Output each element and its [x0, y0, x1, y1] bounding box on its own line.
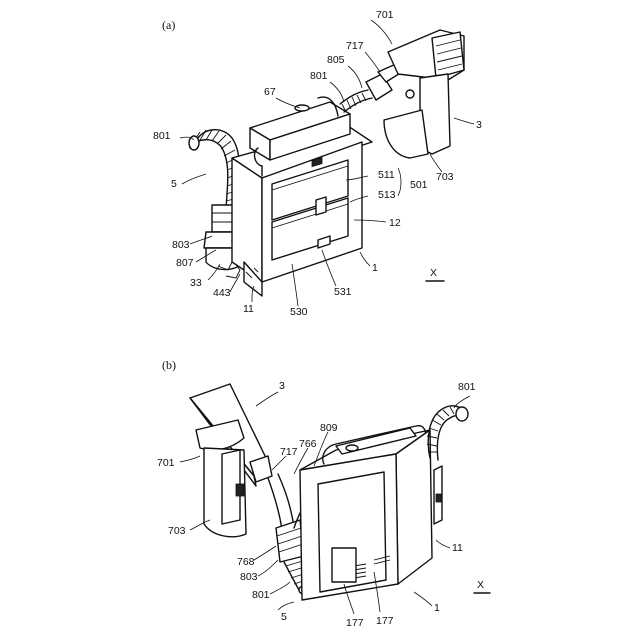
- label-b-809: 809: [320, 422, 338, 434]
- main-body-a: [232, 97, 372, 296]
- label-b-701: 701: [157, 457, 175, 469]
- label-a-513: 513: [378, 189, 396, 201]
- label-a-axis-x: X: [430, 267, 437, 279]
- gun-b: [190, 384, 272, 537]
- label-a-701: 701: [376, 9, 394, 21]
- label-b-801-top: 801: [458, 381, 476, 393]
- label-a-443: 443: [213, 287, 231, 299]
- rear-hose-b: [427, 406, 468, 460]
- label-b-177-a: 177: [346, 617, 364, 629]
- label-a-801-top: 801: [310, 70, 328, 82]
- label-a-67: 67: [264, 86, 276, 98]
- label-a-531: 531: [334, 286, 352, 298]
- label-a-717: 717: [346, 40, 364, 52]
- label-a-1: 1: [372, 262, 378, 274]
- label-b-766: 766: [299, 438, 317, 450]
- label-a-805: 805: [327, 54, 345, 66]
- label-a-807: 807: [176, 257, 194, 269]
- label-b-177-b: 177: [376, 615, 394, 627]
- label-a-803: 803: [172, 239, 190, 251]
- label-b-3: 3: [279, 380, 285, 392]
- label-b-803: 803: [240, 571, 258, 583]
- label-a-33: 33: [190, 277, 202, 289]
- panel-a-caption: (a): [162, 18, 175, 32]
- label-a-11: 11: [243, 303, 254, 315]
- label-a-511: 511: [378, 169, 395, 181]
- label-b-801-bottom: 801: [252, 589, 270, 601]
- label-b-axis-x: X: [477, 579, 484, 591]
- label-a-5: 5: [171, 178, 177, 190]
- panel-b-drawing: [180, 384, 490, 614]
- label-b-717: 717: [280, 446, 298, 458]
- label-b-703: 703: [168, 525, 186, 537]
- upper-hose-a: [340, 64, 402, 112]
- gun-a: [384, 30, 464, 158]
- label-a-12: 12: [389, 217, 401, 229]
- main-body-b: [300, 426, 442, 600]
- label-a-501: 501: [410, 179, 428, 191]
- label-b-1: 1: [434, 602, 440, 614]
- label-b-768: 768: [237, 556, 255, 568]
- label-a-530: 530: [290, 306, 308, 318]
- label-a-801-left: 801: [153, 130, 171, 142]
- label-b-5: 5: [281, 611, 287, 623]
- label-b-11: 11: [452, 542, 463, 554]
- label-a-3: 3: [476, 119, 482, 131]
- panel-b-caption: (b): [162, 358, 176, 372]
- label-a-703: 703: [436, 171, 454, 183]
